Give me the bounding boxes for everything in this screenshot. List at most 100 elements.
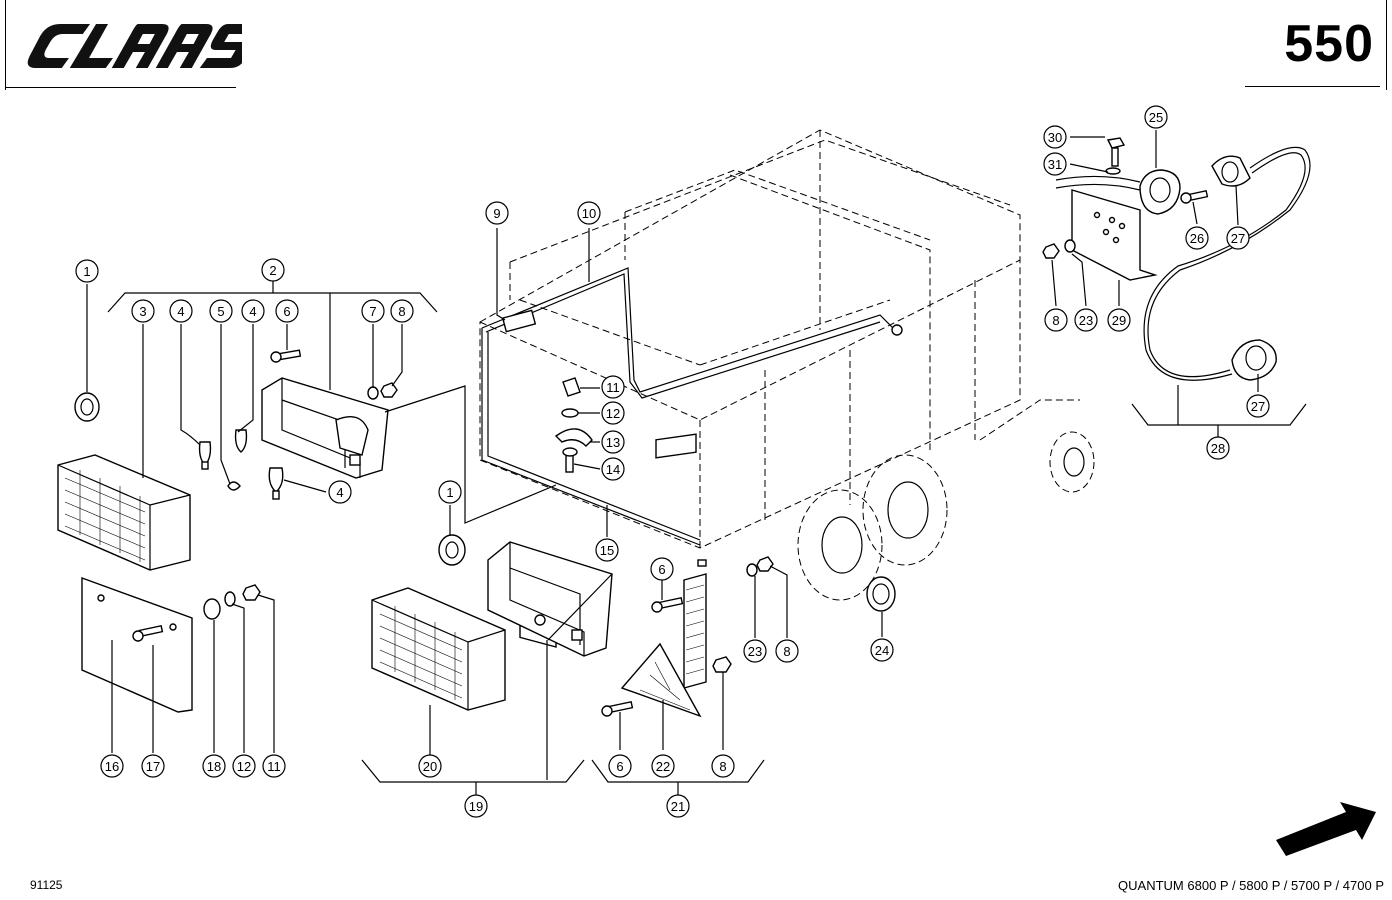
callout-circle — [438, 480, 462, 504]
callout-circle — [743, 639, 767, 663]
callout-27: 27 — [1226, 226, 1250, 250]
callout-circle — [485, 201, 509, 225]
callout-1: 1 — [75, 259, 99, 283]
callout-circle — [390, 299, 414, 323]
callout-29: 29 — [1107, 308, 1131, 332]
callout-6: 6 — [650, 557, 674, 581]
callout-label: 6 — [616, 759, 623, 774]
callout-circle — [711, 754, 735, 778]
rear-lamp-left — [57, 349, 557, 713]
callout-label: 10 — [582, 206, 596, 221]
callout-label: 22 — [656, 759, 670, 774]
callout-circle — [418, 754, 442, 778]
callout-label: 3 — [139, 304, 146, 319]
callout-circle — [261, 258, 285, 282]
callout-13: 13 — [601, 430, 625, 454]
model-list: QUANTUM 6800 P / 5800 P / 5700 P / 4700 … — [1118, 878, 1384, 893]
header-rule-right — [1245, 86, 1380, 87]
callout-label: 31 — [1048, 157, 1062, 172]
callout-circle — [169, 299, 193, 323]
callout-8: 8 — [711, 754, 735, 778]
callout-circle — [1074, 308, 1098, 332]
callout-label: 17 — [146, 759, 160, 774]
callout-5: 5 — [209, 299, 233, 323]
callout-circle — [601, 375, 625, 399]
callout-30: 30 — [1043, 125, 1067, 149]
callout-19: 19 — [464, 794, 488, 818]
callout-circle — [577, 201, 601, 225]
callout-circle — [131, 299, 155, 323]
callout-label: 11 — [267, 759, 281, 774]
group-braces — [107, 270, 1307, 800]
socket-cable-group — [1042, 137, 1311, 381]
callout-circle — [1246, 394, 1270, 418]
callout-circle — [361, 299, 385, 323]
callout-label: 5 — [217, 304, 224, 319]
callout-label: 18 — [207, 759, 221, 774]
direction-arrow-icon — [1276, 802, 1376, 856]
callout-6: 6 — [275, 299, 299, 323]
header-rule-left — [6, 87, 236, 88]
callout-label: 8 — [1052, 313, 1059, 328]
callout-16: 16 — [100, 754, 124, 778]
callout-8: 8 — [390, 299, 414, 323]
callout-circle — [1043, 125, 1067, 149]
callout-label: 27 — [1251, 399, 1265, 414]
callout-label: 1 — [446, 485, 453, 500]
callout-label: 4 — [249, 304, 256, 319]
callout-label: 27 — [1231, 231, 1245, 246]
callout-20: 20 — [418, 754, 442, 778]
callout-7: 7 — [361, 299, 385, 323]
callout-circle — [666, 794, 690, 818]
callout-label: 29 — [1112, 313, 1126, 328]
callout-17: 17 — [141, 754, 165, 778]
callout-circle — [595, 538, 619, 562]
callout-circle — [328, 480, 352, 504]
callout-circle — [1185, 226, 1209, 250]
callout-11: 11 — [262, 754, 286, 778]
callout-circle — [775, 639, 799, 663]
callout-circle — [1044, 308, 1068, 332]
callout-circle — [202, 754, 226, 778]
callout-label: 16 — [105, 759, 119, 774]
callout-24: 24 — [870, 638, 894, 662]
callout-15: 15 — [595, 538, 619, 562]
callout-10: 10 — [577, 201, 601, 225]
trailer-body-outline — [479, 129, 1080, 549]
callout-circle — [651, 754, 675, 778]
callout-circle — [1043, 152, 1067, 176]
callout-23: 23 — [1074, 308, 1098, 332]
callout-4: 4 — [328, 480, 352, 504]
callout-11: 11 — [601, 375, 625, 399]
callout-circle — [1206, 436, 1230, 460]
callout-label: 4 — [177, 304, 184, 319]
callout-label: 1 — [83, 264, 90, 279]
callout-circle — [232, 754, 256, 778]
callout-circle — [141, 754, 165, 778]
callout-label: 13 — [606, 435, 620, 450]
callout-label: 8 — [719, 759, 726, 774]
callout-circle — [870, 638, 894, 662]
callout-circle — [100, 754, 124, 778]
callout-9: 9 — [485, 201, 509, 225]
callout-25: 25 — [1144, 105, 1168, 129]
callout-circle — [1226, 226, 1250, 250]
callout-circle — [1107, 308, 1131, 332]
callout-circle — [75, 259, 99, 283]
callout-6: 6 — [608, 754, 632, 778]
callout-circle — [601, 430, 625, 454]
frame-line-right — [1386, 0, 1387, 90]
leader-lines — [86, 130, 1259, 753]
callout-label: 2 — [269, 263, 276, 278]
callout-circle — [262, 754, 286, 778]
callout-31: 31 — [1043, 152, 1067, 176]
callout-circle — [650, 557, 674, 581]
callout-circle — [464, 794, 488, 818]
callout-label: 8 — [398, 304, 405, 319]
callout-circle — [1144, 105, 1168, 129]
callout-circle — [275, 299, 299, 323]
callout-21: 21 — [666, 794, 690, 818]
callout-label: 11 — [606, 380, 620, 395]
